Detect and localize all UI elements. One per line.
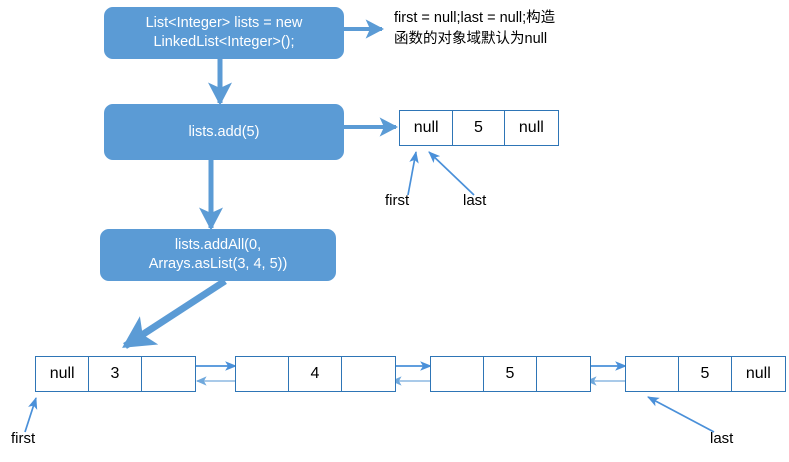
node-prev-cell <box>236 357 290 391</box>
node-value-cell: 5 <box>679 357 732 391</box>
node-next-cell <box>142 357 195 391</box>
list-node-chain-3: 5 null <box>625 356 786 392</box>
node-next-cell <box>342 357 395 391</box>
note-constructor-defaults: first = null;last = null;构造 函数的对象域默认为nul… <box>394 10 556 48</box>
pointer-arrow-last-chain <box>647 396 715 433</box>
node-value-cell: 4 <box>289 357 342 391</box>
arrow-step3-to-chain <box>122 278 227 349</box>
node-value-cell: 5 <box>453 111 505 145</box>
list-node-add-0: null 5 null <box>399 110 559 146</box>
node-prev-cell <box>431 357 485 391</box>
link-arrows-3-4 <box>585 361 628 386</box>
list-node-chain-1: 4 <box>235 356 396 392</box>
pointer-arrow-last-single <box>428 151 475 196</box>
link-arrows-2-3 <box>390 361 433 386</box>
node-next-cell: null <box>518 119 544 136</box>
pointer-label-last-chain: last <box>710 430 734 447</box>
pointer-label-first-chain: first <box>11 430 36 447</box>
step-box-lists-add[interactable]: lists.add(5) <box>104 104 344 160</box>
list-node-chain-2: 5 <box>430 356 591 392</box>
pointer-label-first-single: first <box>385 192 410 209</box>
node-prev-cell: null <box>36 357 90 391</box>
node-value-cell: 5 <box>484 357 537 391</box>
pointer-arrow-first-chain <box>24 397 38 433</box>
node-value-cell: 3 <box>89 357 142 391</box>
node-prev-cell: null <box>400 111 454 145</box>
pointer-label-last-single: last <box>463 192 487 209</box>
pointer-arrow-first-single <box>407 150 419 196</box>
step-box-lists-addall[interactable]: lists.addAll(0, Arrays.asList(3, 4, 5)) <box>100 229 336 281</box>
node-next-cell: null <box>745 365 771 382</box>
step-box-new-linkedlist[interactable]: List<Integer> lists = new LinkedList<Int… <box>104 7 344 59</box>
link-arrows-1-2 <box>195 361 238 386</box>
node-next-cell <box>537 357 590 391</box>
list-node-chain-0: null 3 <box>35 356 196 392</box>
node-prev-cell <box>626 357 680 391</box>
